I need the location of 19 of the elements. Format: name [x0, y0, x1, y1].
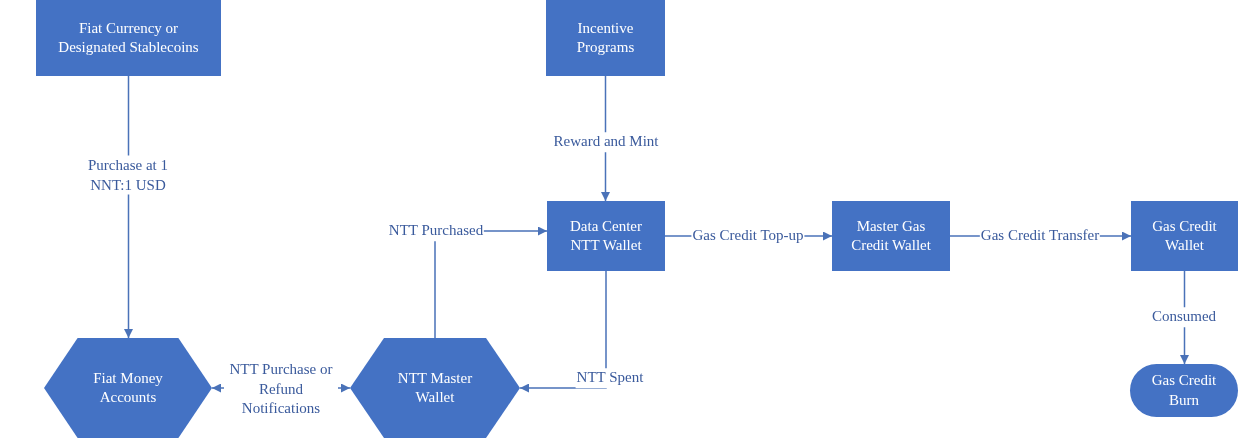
node-text: Gas Credit Burn — [1150, 371, 1218, 410]
process-box — [1131, 201, 1238, 271]
terminal-node — [1130, 364, 1238, 417]
process-box — [547, 201, 665, 271]
hexagon-node — [44, 338, 212, 438]
node-text: Gas Credit Wallet — [1151, 216, 1218, 255]
process-box — [36, 0, 221, 76]
process-box — [832, 201, 950, 271]
node-text: Incentive Programs — [575, 18, 636, 57]
process-box — [546, 0, 665, 76]
node-text: Fiat Money Accounts — [92, 368, 164, 407]
hexagon-node — [350, 338, 520, 438]
edge-label: NTT Spent — [575, 368, 645, 388]
node-text: Master Gas Credit Wallet — [850, 216, 932, 255]
edge-label: Consumed — [1150, 307, 1218, 327]
node-text: Fiat Currency or Designated Stablecoins — [57, 18, 200, 57]
node-text: Data Center NTT Wallet — [568, 216, 644, 255]
node-text: NTT Master Wallet — [396, 368, 474, 407]
edge-label: Reward and Mint — [552, 132, 660, 152]
